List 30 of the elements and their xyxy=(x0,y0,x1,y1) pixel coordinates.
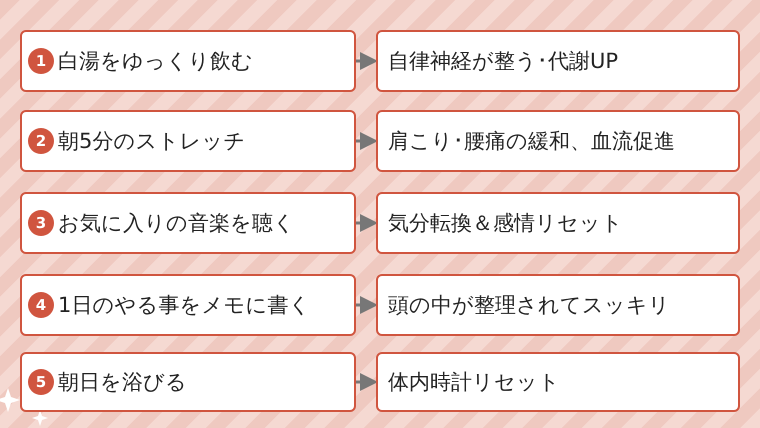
habit-box xyxy=(20,352,356,412)
result-box xyxy=(376,110,740,172)
habit-text: 朝5分のストレッチ xyxy=(58,128,246,155)
result-text: 体内時計リセット xyxy=(387,369,560,396)
habit-box xyxy=(20,30,356,92)
result-box xyxy=(376,192,740,254)
step-number: 4 xyxy=(28,292,54,318)
result-text: 頭の中が整理されてスッキリ xyxy=(387,292,670,319)
arrow xyxy=(356,296,378,314)
step-number: 1 xyxy=(28,48,54,74)
habit-box xyxy=(20,192,356,254)
result-box xyxy=(376,30,740,92)
habit-text: 朝日を浴びる xyxy=(58,369,187,396)
result-box xyxy=(376,352,740,412)
habit-text: お気に入りの音楽を聴く xyxy=(58,210,295,237)
step-number: 2 xyxy=(28,128,54,154)
arrow xyxy=(356,132,378,150)
habit-text: 1日のやる事をメモに書く xyxy=(58,292,310,319)
step-number: 5 xyxy=(28,369,54,395)
result-text: 肩こり･腰痛の緩和、血流促進 xyxy=(387,128,675,155)
arrow xyxy=(356,214,378,232)
result-box xyxy=(376,274,740,336)
result-text: 自律神経が整う･代謝UP xyxy=(387,48,618,75)
step-number: 3 xyxy=(28,210,54,236)
habit-text: 白湯をゆっくり飲む xyxy=(58,48,253,75)
habit-box xyxy=(20,274,356,336)
habit-box xyxy=(20,110,356,172)
result-text: 気分転換＆感情リセット xyxy=(387,210,623,237)
arrow xyxy=(356,373,378,391)
arrow xyxy=(356,52,378,70)
